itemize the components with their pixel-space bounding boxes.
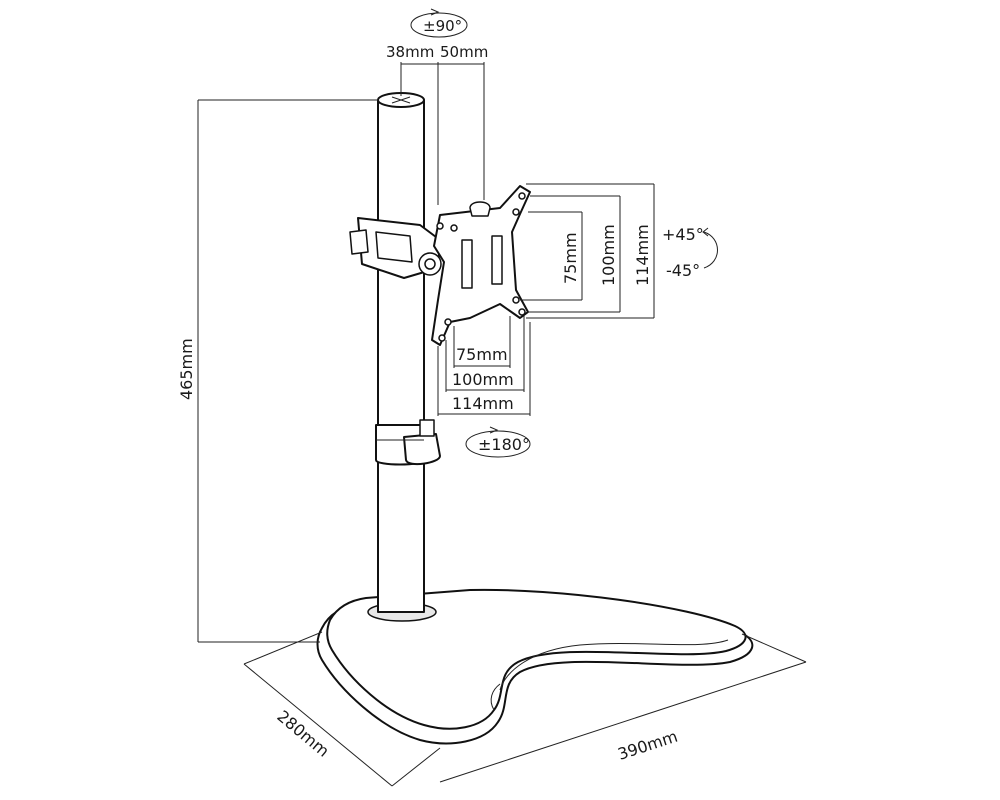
label-width-50: 50mm [440, 43, 488, 61]
label-swivel: ±180° [478, 435, 530, 454]
dimension-lines [197, 62, 807, 787]
rotation-indicators [410, 8, 718, 458]
label-vesa-h100: 100mm [452, 370, 514, 389]
label-vesa-h114: 114mm [452, 394, 514, 413]
label-width-38: 38mm [386, 43, 434, 61]
label-base-width: 390mm [615, 727, 680, 764]
label-vesa-v75: 75mm [561, 232, 580, 284]
stand-pole [377, 92, 425, 613]
vesa-plate [431, 185, 531, 346]
label-height-total: 465mm [177, 338, 196, 400]
label-base-depth: 280mm [273, 707, 332, 761]
label-tilt-up: +45° [662, 225, 704, 244]
label-vesa-v100: 100mm [599, 224, 618, 286]
cable-clip [375, 419, 441, 466]
mount-clamp [349, 217, 442, 279]
label-tilt-down: -45° [666, 261, 700, 280]
label-rotate-top: ±90° [423, 17, 462, 35]
label-vesa-h75: 75mm [456, 345, 508, 364]
label-vesa-v114: 114mm [633, 224, 652, 286]
